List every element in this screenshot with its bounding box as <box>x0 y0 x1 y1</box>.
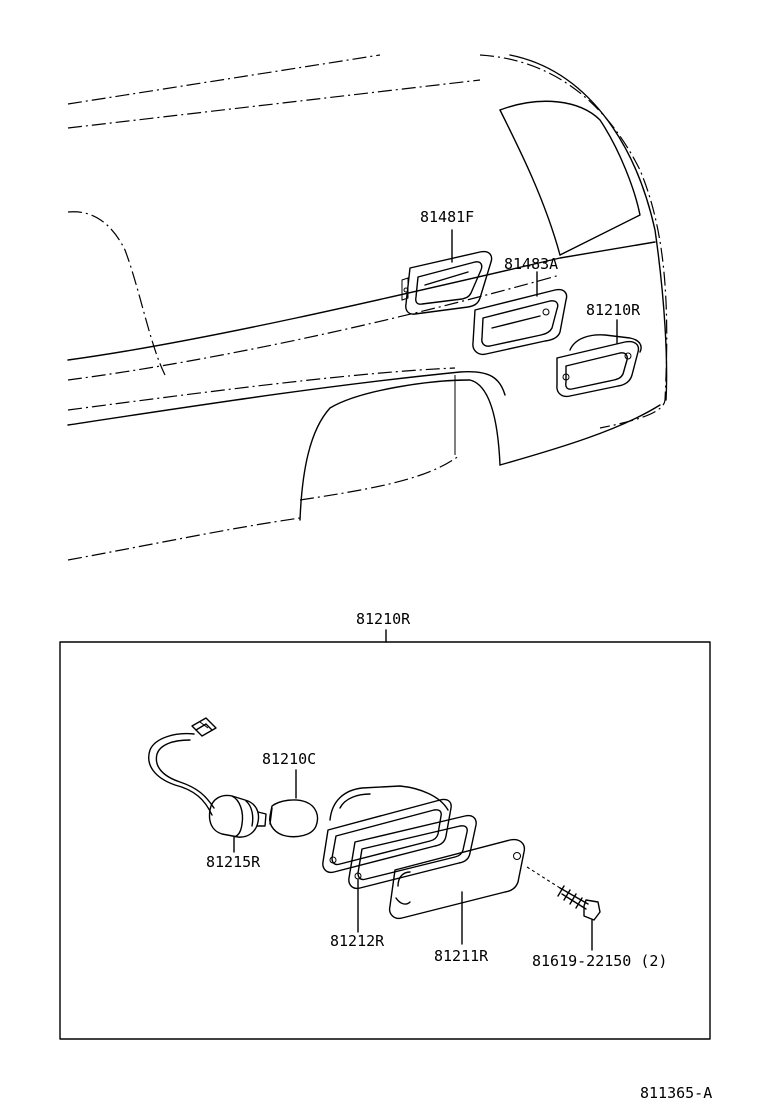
label-81210C: 81210C <box>262 750 316 768</box>
part-outer-gasket-drawing <box>322 798 452 874</box>
leader-lines-assembly <box>233 837 593 951</box>
label-81212R: 81212R <box>330 932 385 950</box>
label-81211R: 81211R <box>434 947 489 965</box>
label-81619-22150: 81619-22150 (2) <box>532 952 667 970</box>
label-81483A: 81483A <box>504 255 558 273</box>
part-housing-drawing <box>329 785 449 821</box>
part-81481F-drawing <box>401 250 493 315</box>
leader-lines-top <box>451 229 618 344</box>
figure-id: 811365-A <box>640 1084 712 1102</box>
assembly-box <box>59 641 711 1040</box>
part-81483A-drawing <box>472 288 568 356</box>
part-81212R-drawing <box>348 814 477 890</box>
label-81481F: 81481F <box>420 208 474 226</box>
part-81210R-drawing <box>556 334 642 398</box>
part-screw-drawing <box>526 866 601 921</box>
part-81215R-drawing <box>148 717 267 838</box>
label-81210R-top: 81210R <box>586 301 641 319</box>
part-81211R-drawing <box>388 838 526 920</box>
assembly-title: 81210R <box>356 610 411 628</box>
label-81215R: 81215R <box>206 853 261 871</box>
part-81210C-drawing <box>269 769 319 838</box>
vehicle-rear-body <box>67 54 668 561</box>
